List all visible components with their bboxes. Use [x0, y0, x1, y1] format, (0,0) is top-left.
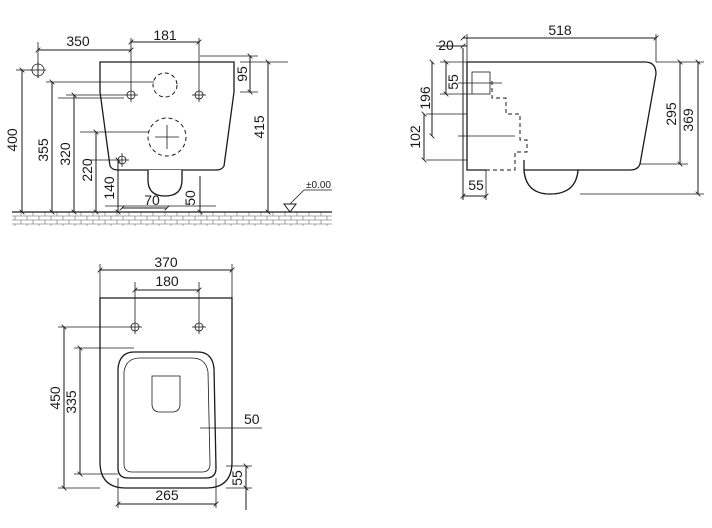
dim-95: 95 — [234, 66, 250, 82]
dim-450: 450 — [47, 386, 63, 410]
front-toilet-body — [99, 61, 235, 171]
dim-55-side-bottom: 55 — [468, 177, 484, 193]
dim-335: 335 — [63, 390, 79, 414]
dim-220: 220 — [79, 158, 95, 182]
floor-hatch — [12, 212, 332, 226]
dim-102: 102 — [407, 125, 423, 149]
dim-181: 181 — [153, 27, 177, 43]
front-toilet-trap — [147, 170, 183, 197]
dim-50-front: 50 — [182, 190, 198, 206]
outlet-hole-icon — [147, 117, 187, 157]
dim-369: 369 — [680, 108, 696, 132]
dim-320: 320 — [57, 142, 73, 166]
dim-180: 180 — [155, 273, 179, 289]
dim-400: 400 — [4, 128, 20, 152]
dim-370: 370 — [154, 254, 178, 270]
dim-415: 415 — [251, 115, 267, 139]
dim-518: 518 — [548, 22, 572, 38]
top-outlet-icon — [151, 375, 181, 413]
top-view: 370 180 450 335 50 55 265 — [47, 254, 262, 510]
fixing-bolt-right-icon — [192, 88, 206, 102]
fixing-bolt-left-icon — [124, 88, 138, 102]
level-label: ±0.00 — [306, 180, 331, 191]
dim-140: 140 — [101, 176, 117, 200]
side-toilet-body — [466, 61, 657, 195]
level-marker-icon — [283, 203, 297, 213]
top-seat-inner — [123, 357, 211, 473]
side-view: 20 518 55 196 102 295 369 55 — [407, 22, 704, 200]
dim-265: 265 — [155, 487, 179, 503]
top-bolt-left-icon — [128, 320, 142, 334]
dim-295: 295 — [663, 102, 679, 126]
dim-55-top: 55 — [229, 470, 245, 486]
dim-20: 20 — [438, 37, 454, 53]
front-view: 350 181 95 400 355 320 220 140 70 50 415… — [4, 27, 332, 226]
inlet-hole-icon — [152, 72, 178, 98]
side-internal-channel — [486, 80, 528, 171]
dim-350: 350 — [66, 33, 90, 49]
dim-70: 70 — [144, 192, 160, 208]
dim-196: 196 — [417, 86, 433, 110]
top-seat-rim — [117, 351, 217, 479]
dim-355: 355 — [35, 138, 51, 162]
dim-55-side-top: 55 — [445, 74, 461, 90]
top-bolt-right-icon — [192, 320, 206, 334]
side-toilet-trap — [523, 169, 579, 195]
dim-50-top: 50 — [244, 411, 260, 427]
